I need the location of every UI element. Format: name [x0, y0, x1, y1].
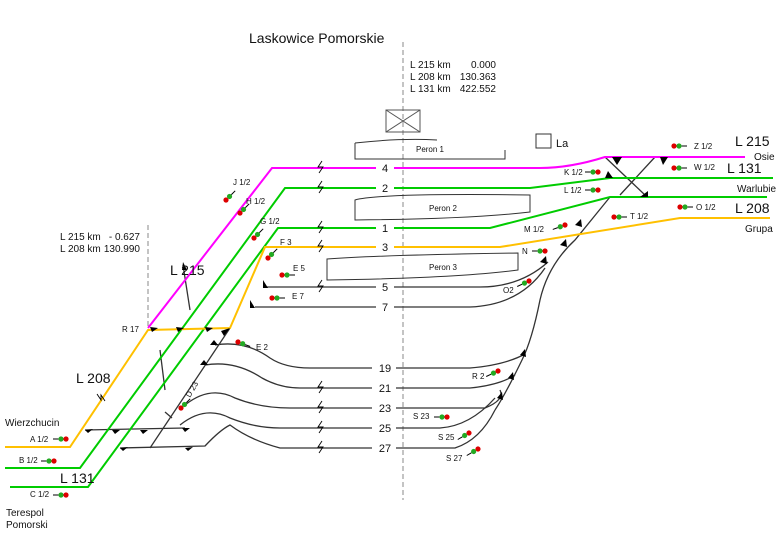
track-23: 23	[379, 403, 391, 415]
la-box	[535, 133, 552, 149]
dest-warlubie: Warlubie	[737, 184, 777, 195]
svg-text:M 1/2: M 1/2	[524, 225, 545, 234]
station-tracks	[84, 156, 656, 449]
platform-2-label: Peron 2	[429, 204, 458, 213]
station-title: Laskowice Pomorskie	[249, 30, 385, 46]
track-3: 3	[382, 242, 388, 254]
station-km-table: L 215 km 0.000 L 208 km 130.363 L 131 km 42…	[410, 60, 496, 95]
line-l131-track-2	[5, 177, 773, 469]
track-5: 5	[382, 282, 388, 294]
line-l208-right: L 208	[735, 200, 770, 216]
svg-text:O2: O2	[503, 286, 514, 295]
svg-text:W 1/2: W 1/2	[694, 163, 715, 172]
dest-osie: Osie	[754, 152, 775, 163]
platform-3-label: Peron 3	[429, 263, 458, 272]
svg-text:A 1/2: A 1/2	[30, 435, 49, 444]
line-l215-track	[147, 156, 745, 329]
line-l208-track-3	[5, 217, 770, 448]
svg-text:B 1/2: B 1/2	[19, 456, 38, 465]
svg-text:Z 1/2: Z 1/2	[694, 142, 713, 151]
platform-2	[354, 194, 531, 221]
la-label: La	[556, 138, 569, 150]
svg-text:K 1/2: K 1/2	[564, 168, 583, 177]
svg-text:130.990: 130.990	[104, 244, 141, 255]
track-25: 25	[379, 423, 391, 435]
dest-terespol-2: Pomorski	[6, 520, 48, 531]
dest-grupa: Grupa	[745, 224, 773, 235]
svg-text:L 208 km: L 208 km	[60, 244, 101, 255]
svg-text:130.363: 130.363	[460, 72, 497, 83]
svg-text:422.552: 422.552	[460, 84, 497, 95]
svg-text:F 3: F 3	[280, 238, 292, 247]
track-2: 2	[382, 183, 388, 195]
svg-text:L 1/2: L 1/2	[564, 186, 582, 195]
line-l215-left: L 215	[170, 262, 205, 278]
svg-text:- 0.627: - 0.627	[109, 232, 141, 243]
svg-text:R 2: R 2	[472, 372, 485, 381]
svg-text:G 1/2: G 1/2	[260, 217, 280, 226]
junction-r17: R 17	[122, 325, 139, 334]
svg-text:E 7: E 7	[292, 292, 305, 301]
svg-text:L 215 km: L 215 km	[60, 232, 101, 243]
station-building-icon	[385, 109, 421, 133]
track-19: 19	[379, 363, 391, 375]
dest-terespol-1: Terespol	[6, 508, 44, 519]
track-numbers: 4 2 1 3 5 7 19 21 23 25 27	[372, 161, 396, 455]
svg-text:N: N	[522, 247, 528, 256]
track-21: 21	[379, 383, 391, 395]
svg-text:H 1/2: H 1/2	[246, 197, 266, 206]
svg-text:C 1/2: C 1/2	[30, 490, 50, 499]
platform-1-label: Peron 1	[416, 145, 445, 154]
line-l208-left: L 208	[76, 370, 111, 386]
svg-text:S 27: S 27	[446, 454, 463, 463]
svg-text:L 215 km: L 215 km	[410, 60, 451, 71]
line-l215-right: L 215	[735, 133, 770, 149]
line-l131-right: L 131	[727, 160, 762, 176]
svg-text:T 1/2: T 1/2	[630, 212, 649, 221]
platform-1	[354, 138, 506, 160]
svg-text:L 208 km: L 208 km	[410, 72, 451, 83]
track-7: 7	[382, 302, 388, 314]
svg-text:L 131 km: L 131 km	[410, 84, 451, 95]
svg-text:S 23: S 23	[413, 412, 430, 421]
track-27: 27	[379, 443, 391, 455]
dest-wierzchucin: Wierzchucin	[5, 418, 59, 429]
svg-text:D 23: D 23	[184, 379, 201, 399]
line-l131-left: L 131	[60, 470, 95, 486]
section-break-marks	[96, 160, 324, 454]
track-4: 4	[382, 163, 388, 175]
svg-text:E 5: E 5	[293, 264, 306, 273]
svg-text:E 2: E 2	[256, 343, 269, 352]
svg-text:0.000: 0.000	[471, 60, 496, 71]
svg-text:O 1/2: O 1/2	[696, 203, 716, 212]
svg-text:J 1/2: J 1/2	[233, 178, 251, 187]
platform-3	[326, 252, 519, 281]
track-1: 1	[382, 223, 388, 235]
svg-text:S 25: S 25	[438, 433, 455, 442]
signals: A 1/2 B 1/2 C 1/2 J 1/2 H 1/2 G 1/2 F 3 …	[19, 142, 716, 499]
